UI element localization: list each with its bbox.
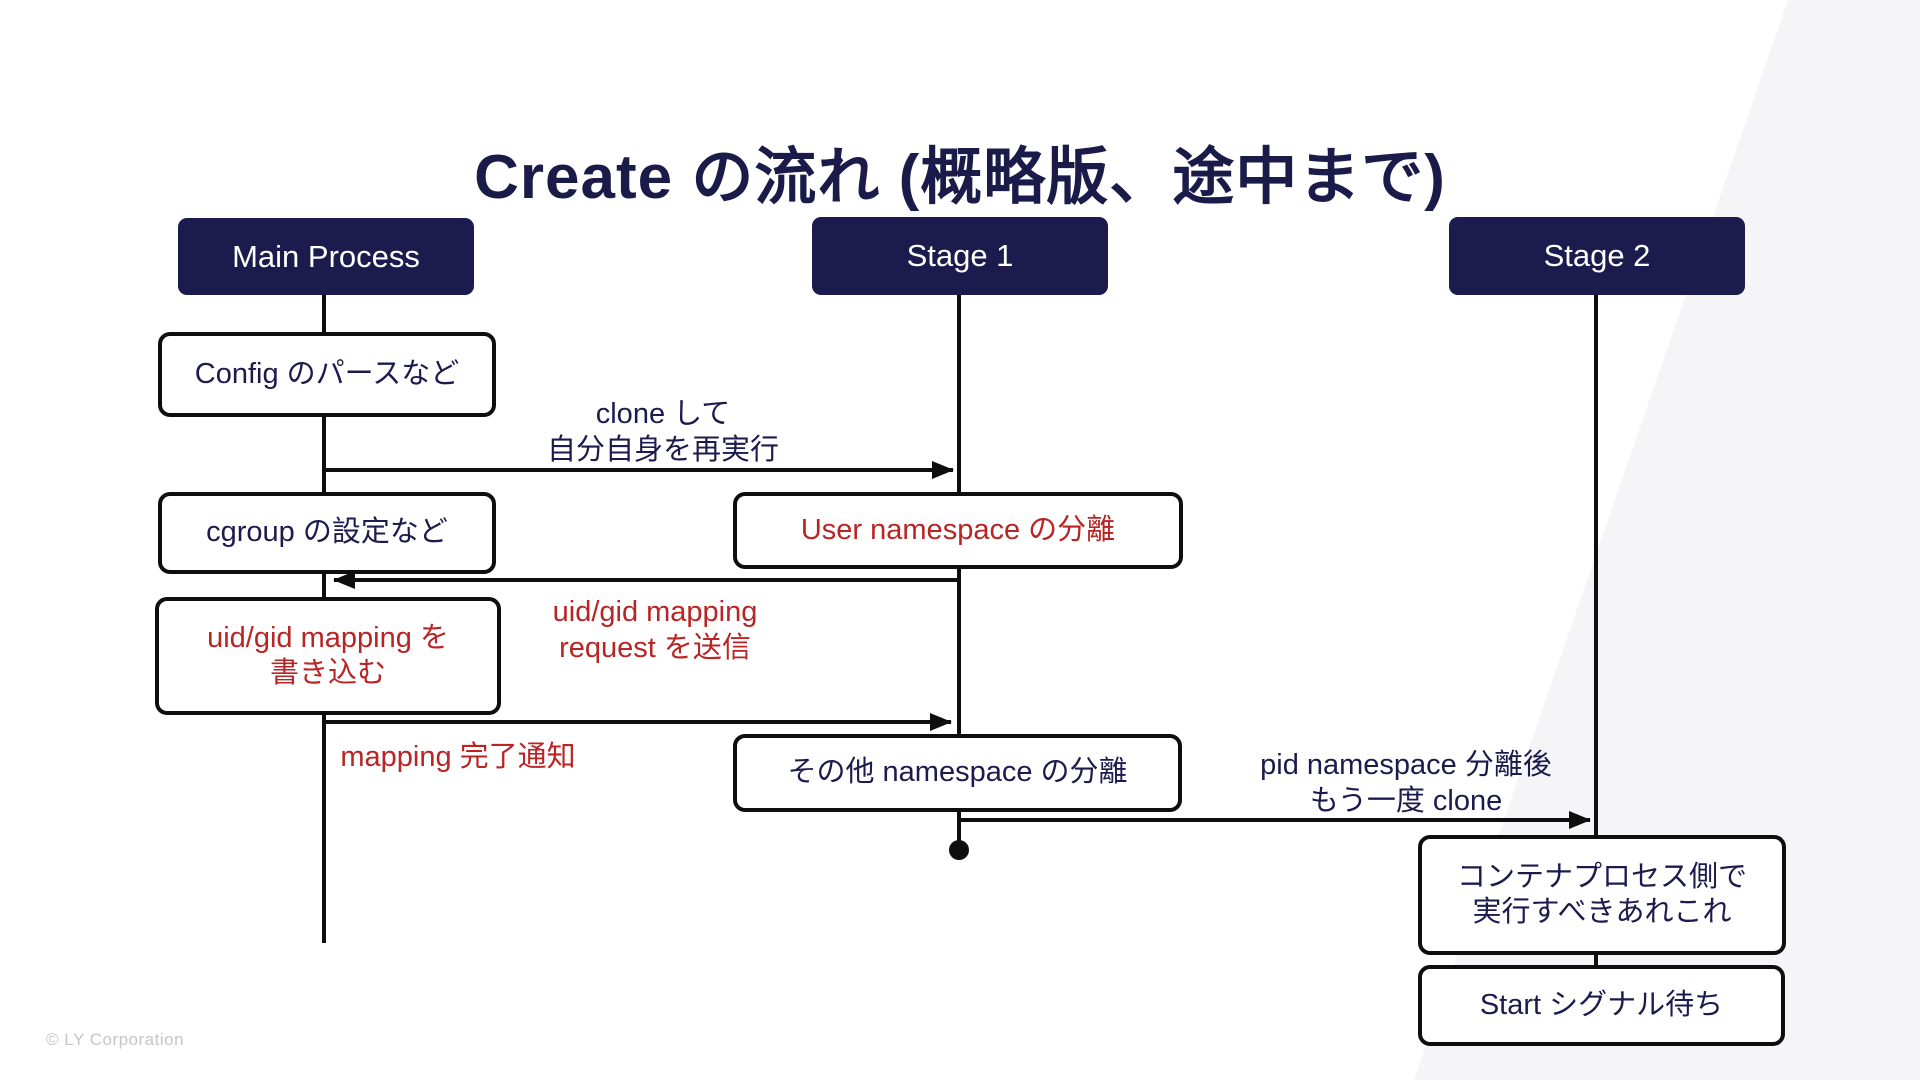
activity-other-namespace-unshare: その他 namespace の分離 xyxy=(733,734,1182,812)
activity-config-parse: Config のパースなど xyxy=(158,332,496,417)
activity-wait-start-signal: Start シグナル待ち xyxy=(1418,965,1785,1046)
lifeline-header-stage2: Stage 2 xyxy=(1449,217,1745,295)
message-label-mapping-done: mapping 完了通知 xyxy=(340,741,576,773)
message-label-pid-clone: pid namespace 分離後 もう一度 clone xyxy=(1260,749,1552,817)
message-label-clone-reexec: clone して 自分自身を再実行 xyxy=(546,398,780,466)
lifeline-header-main-process: Main Process xyxy=(178,218,474,295)
activity-user-namespace-unshare: User namespace の分離 xyxy=(733,492,1183,569)
activity-uidgid-mapping-write: uid/gid mapping を 書き込む xyxy=(155,597,501,715)
activity-cgroup-setup: cgroup の設定など xyxy=(158,492,496,574)
stage1-end-dot xyxy=(949,840,969,860)
page-title: Create の流れ (概略版、途中まで) xyxy=(474,142,1446,212)
copyright-notice: © LY Corporation xyxy=(46,1030,185,1049)
lifeline-header-stage1: Stage 1 xyxy=(812,217,1108,295)
message-label-uidgid-request: uid/gid mapping request を送信 xyxy=(552,596,758,664)
activity-container-process-tasks: コンテナプロセス側で 実行すべきあれこれ xyxy=(1418,835,1786,955)
